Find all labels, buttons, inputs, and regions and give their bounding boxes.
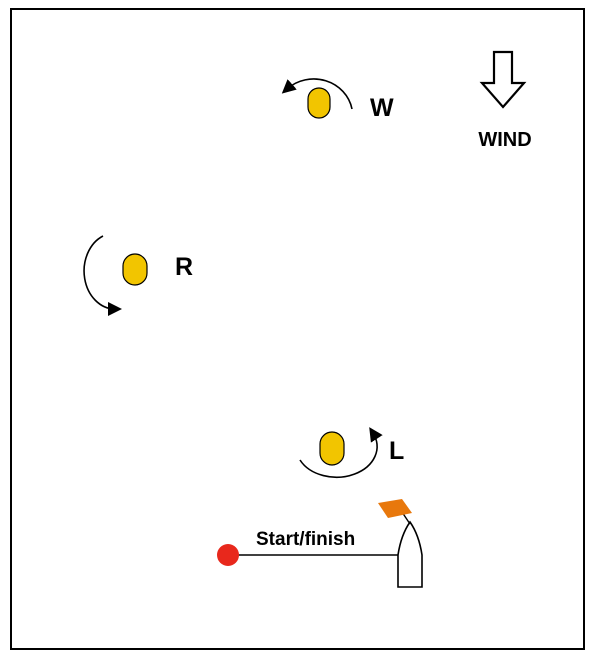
mark-l: L [299, 427, 404, 479]
wind-indicator: WIND [478, 50, 532, 151]
committee-boat-icon [397, 520, 423, 588]
diagram-frame [10, 8, 585, 650]
mark-buoy-r [122, 253, 148, 286]
wind-label: WIND [478, 129, 531, 151]
mark-w: W [281, 78, 394, 122]
mark-r: R [83, 235, 193, 316]
rounding-arrow-r [83, 235, 122, 316]
committee-flag-icon [378, 499, 412, 518]
mark-buoy-l [319, 431, 345, 466]
mark-label-l: L [389, 437, 404, 465]
wind-arrow-icon [479, 50, 527, 109]
start-finish-label: Start/finish [256, 529, 355, 550]
mark-label-r: R [175, 253, 193, 281]
rounding-arrow-l [299, 427, 383, 479]
pin-end-buoy [217, 544, 239, 566]
mark-label-w: W [370, 94, 394, 122]
mark-buoy-w [307, 87, 331, 119]
start-finish-line: Start/finish [217, 499, 423, 588]
rounding-arrow-w [281, 78, 353, 110]
